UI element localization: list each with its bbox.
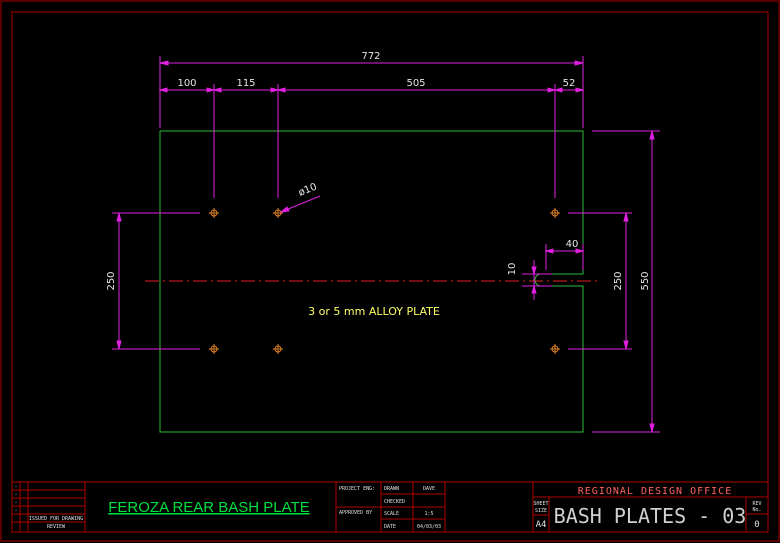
- hole: [209, 344, 219, 354]
- hole: [273, 344, 283, 354]
- dim-overall-width: 772: [361, 51, 380, 62]
- date-label: DATE: [384, 524, 396, 530]
- scale-value: 1:5: [424, 511, 433, 517]
- dim-height-overall: 550: [640, 271, 651, 290]
- dim-seg-3: 505: [406, 78, 425, 89]
- svg-text:-: -: [14, 500, 17, 506]
- svg-text:-: -: [14, 492, 17, 498]
- project-eng-label: PROJECT ENG:: [339, 486, 375, 492]
- dim-seg-4: 52: [563, 78, 576, 89]
- title-block: [11, 481, 769, 533]
- plate-outline: [159, 130, 584, 433]
- dim-seg-2: 115: [236, 78, 255, 89]
- hole: [273, 208, 283, 218]
- dim-slot-width: 10: [507, 263, 518, 276]
- date-value: 04/03/03: [417, 524, 441, 530]
- drawing-number: BASH PLATES - 03: [554, 504, 747, 528]
- checked-label: CHECKED: [384, 499, 405, 505]
- dim-slot-length: 40: [566, 239, 579, 250]
- sheet-size: A4: [536, 520, 547, 530]
- rev-label: REV: [752, 501, 761, 507]
- rev-sub-label: No.: [752, 507, 761, 513]
- revision: 0: [754, 520, 759, 530]
- hole: [550, 208, 560, 218]
- drawn-value: DAVE: [423, 486, 435, 492]
- dim-seg-1: 100: [177, 78, 196, 89]
- plate-note: 3 or 5 mm ALLOY PLATE: [308, 305, 440, 318]
- svg-text:-: -: [14, 484, 17, 490]
- drawn-label: DRAWN: [384, 486, 399, 492]
- approved-by-label: APPROVED BY: [339, 510, 372, 516]
- sheet-label: SHEET: [533, 501, 548, 507]
- hole: [550, 344, 560, 354]
- hole-group: [209, 208, 560, 354]
- dim-hole-diameter: ø10: [297, 182, 319, 199]
- size-label: SIZE: [535, 508, 547, 514]
- revision-table: - - - - ISSUED FOR DRAWING REVIEW: [14, 484, 83, 530]
- office-name: REGIONAL DESIGN OFFICE: [578, 486, 732, 497]
- scale-label: SCALE: [384, 511, 399, 517]
- drawing-title: FEROZA REAR BASH PLATE: [108, 499, 309, 516]
- dim-hole-spacing-left: 250: [106, 271, 117, 290]
- svg-text:-: -: [14, 508, 17, 514]
- issued-note-2: REVIEW: [47, 524, 66, 530]
- dimension-lines: [112, 56, 660, 433]
- dim-hole-spacing-right: 250: [613, 271, 624, 290]
- slot: [534, 273, 560, 287]
- hole: [209, 208, 219, 218]
- issued-note-1: ISSUED FOR DRAWING: [29, 516, 83, 522]
